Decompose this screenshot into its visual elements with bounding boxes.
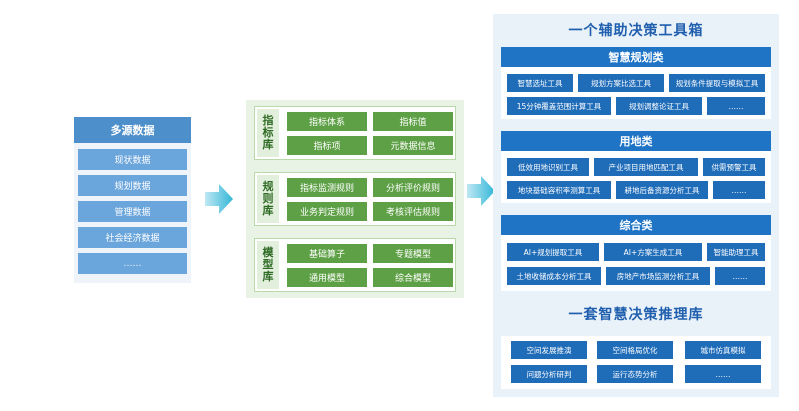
library-label: 指标库: [257, 109, 279, 157]
category-header: 智慧规划类: [501, 47, 771, 67]
tool-item: ……: [707, 97, 765, 115]
source-item: 现状数据: [78, 149, 187, 170]
category-land-use: 用地类 低效用地识别工具 产业项目用地匹配工具 供需预警工具 地块基础容积率测算…: [501, 131, 771, 203]
libraries-panel: 指标库 指标体系 指标值 指标项 元数据信息 规则库 指标监测规则 分析评价规则…: [246, 100, 464, 298]
library-item: 基础算子: [287, 244, 367, 263]
library-item: 业务判定规则: [287, 202, 367, 221]
tool-item: 15分钟覆盖范围计算工具: [507, 97, 611, 115]
data-sources-title: 多源数据: [74, 117, 191, 143]
category-header: 用地类: [501, 131, 771, 151]
library-item: 专题模型: [373, 244, 453, 263]
data-sources-panel: 多源数据 现状数据 规划数据 管理数据 社会经济数据 ……: [74, 117, 191, 283]
library-item: 分析评价规则: [373, 178, 453, 197]
rule-library: 规则库 指标监测规则 分析评价规则 业务判定规则 考核评估规则: [254, 172, 456, 226]
tool-item: 产业项目用地匹配工具: [594, 158, 698, 176]
reasoning-item: 问题分析研判: [511, 365, 587, 383]
reasoning-library: 空间发展推演 空间格局优化 城市仿真模拟 问题分析研判 运行态势分析 ……: [501, 336, 771, 389]
tool-item: ……: [715, 267, 765, 285]
reasoning-item: 运行态势分析: [597, 365, 673, 383]
tool-item: AI+规划提取工具: [507, 243, 599, 261]
category-comprehensive: 综合类 AI+规划提取工具 AI+方案生成工具 智能助理工具 土地收储成本分析工…: [501, 215, 771, 291]
library-item: 通用模型: [287, 268, 367, 287]
library-item: 考核评估规则: [373, 202, 453, 221]
reasoning-title: 一套智慧决策推理库: [568, 307, 704, 323]
arrow-right-icon: [205, 184, 233, 214]
tool-item: 耕地后备资源分析工具: [616, 181, 708, 199]
reasoning-item: 空间发展推演: [511, 341, 587, 359]
reasoning-item: 空间格局优化: [597, 341, 673, 359]
library-item: 指标项: [287, 136, 367, 155]
tool-item: 智能助理工具: [707, 243, 765, 261]
library-item: 指标值: [373, 112, 453, 131]
tool-item: 低效用地识别工具: [507, 158, 589, 176]
source-item: 管理数据: [78, 201, 187, 222]
reasoning-item: ……: [685, 365, 761, 383]
library-label: 规则库: [257, 175, 279, 223]
toolbox-title: 一个辅助决策工具箱: [568, 23, 704, 39]
tool-item: AI+方案生成工具: [604, 243, 702, 261]
tool-item: 地块基础容积率测算工具: [507, 181, 611, 199]
tool-item: 智慧选址工具: [507, 74, 573, 92]
tool-item: 供需预警工具: [703, 158, 765, 176]
library-item: 指标体系: [287, 112, 367, 131]
reasoning-item: 城市仿真模拟: [685, 341, 761, 359]
arrow-right-icon: [467, 176, 495, 206]
model-library: 模型库 基础算子 专题模型 通用模型 综合模型: [254, 238, 456, 292]
source-item: 规划数据: [78, 175, 187, 196]
tool-item: ……: [713, 181, 765, 199]
library-item: 元数据信息: [373, 136, 453, 155]
tool-item: 规划方案比选工具: [578, 74, 664, 92]
library-item: 指标监测规则: [287, 178, 367, 197]
tool-item: 房地产市场监测分析工具: [606, 267, 710, 285]
toolbox-panel: 一个辅助决策工具箱 智慧规划类 智慧选址工具 规划方案比选工具 规划条件提取与模…: [493, 14, 779, 397]
category-smart-planning: 智慧规划类 智慧选址工具 规划方案比选工具 规划条件提取与模拟工具 15分钟覆盖…: [501, 47, 771, 119]
source-item: ……: [78, 253, 187, 274]
tool-item: 土地收储成本分析工具: [507, 267, 601, 285]
category-header: 综合类: [501, 215, 771, 235]
tool-item: 规划调整论证工具: [616, 97, 702, 115]
indicator-library: 指标库 指标体系 指标值 指标项 元数据信息: [254, 106, 456, 160]
source-item: 社会经济数据: [78, 227, 187, 248]
library-item: 综合模型: [373, 268, 453, 287]
library-label: 模型库: [257, 241, 279, 289]
tool-item: 规划条件提取与模拟工具: [669, 74, 765, 92]
